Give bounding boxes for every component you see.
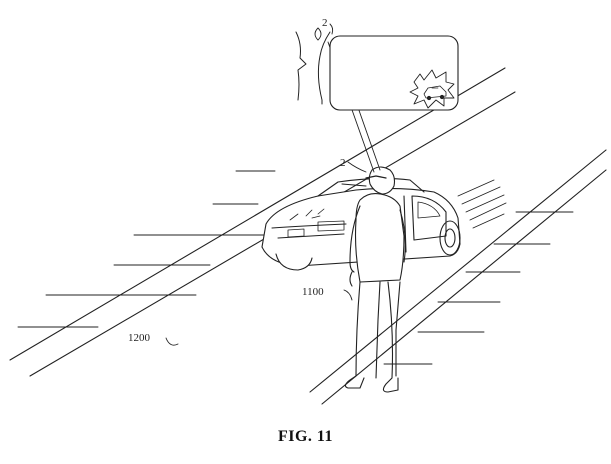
motion-lines [457, 179, 507, 229]
person-ref-numeral: 1100 [302, 286, 324, 298]
glasses-numeral: 2 [340, 157, 346, 169]
person-figure [344, 166, 406, 393]
display-callout [295, 27, 459, 111]
road-edge-lines [9, 67, 607, 405]
callout-numeral: 2 [322, 17, 328, 29]
figure-caption: FIG. 11 [277, 428, 334, 445]
road-ref-numeral: 1200 [128, 332, 151, 344]
leader-lines [165, 23, 367, 346]
lane-hatching-lines [17, 170, 574, 365]
